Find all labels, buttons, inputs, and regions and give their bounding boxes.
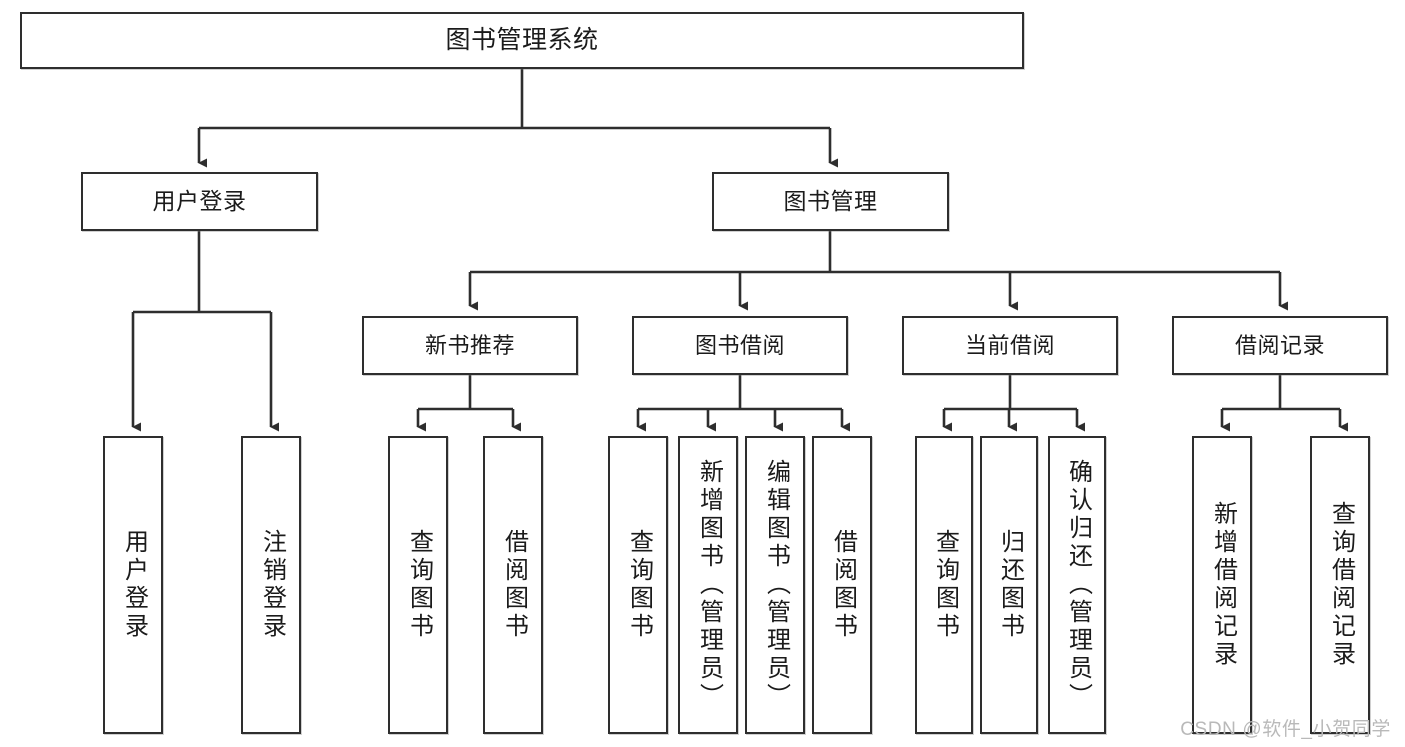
node-label: 借阅图书 bbox=[500, 529, 528, 641]
node-label: 图书管理 bbox=[783, 188, 878, 215]
node-label: 借阅记录 bbox=[1234, 332, 1325, 358]
leaf-records-add-record[interactable]: 新增借阅记录 bbox=[1192, 436, 1252, 734]
leaf-recommend-query-book[interactable]: 查询图书 bbox=[388, 436, 448, 734]
node-label: 查询图书 bbox=[625, 529, 653, 641]
node-label: 当前借阅 bbox=[964, 332, 1055, 358]
leaf-current-query-book[interactable]: 查询图书 bbox=[915, 436, 973, 734]
node-label: 查询借阅记录 bbox=[1327, 501, 1355, 669]
node-book-management[interactable]: 图书管理 bbox=[712, 172, 949, 231]
node-label: 注销登录 bbox=[258, 529, 286, 641]
node-current-borrow[interactable]: 当前借阅 bbox=[902, 316, 1118, 375]
node-label: 查询图书 bbox=[931, 529, 959, 641]
node-borrow-records[interactable]: 借阅记录 bbox=[1172, 316, 1388, 375]
node-label: 新增图书（管理员） bbox=[695, 459, 723, 711]
node-new-book-recommend[interactable]: 新书推荐 bbox=[362, 316, 578, 375]
node-label: 借阅图书 bbox=[829, 529, 857, 641]
leaf-borrow-query-book[interactable]: 查询图书 bbox=[608, 436, 668, 734]
leaf-recommend-borrow-book[interactable]: 借阅图书 bbox=[483, 436, 543, 734]
node-label: 用户登录 bbox=[120, 529, 148, 641]
leaf-borrow-add-book[interactable]: 新增图书（管理员） bbox=[678, 436, 738, 734]
node-label: 确认归还（管理员） bbox=[1064, 459, 1092, 711]
node-book-borrow[interactable]: 图书借阅 bbox=[632, 316, 848, 375]
node-user-login[interactable]: 用户登录 bbox=[81, 172, 318, 231]
node-label: 图书借阅 bbox=[694, 332, 785, 358]
leaf-user-login-signin[interactable]: 用户登录 bbox=[103, 436, 163, 734]
node-label: 归还图书 bbox=[996, 529, 1024, 641]
csdn-watermark: CSDN @软件_小贺同学 bbox=[1180, 719, 1391, 740]
leaf-current-confirm-return[interactable]: 确认归还（管理员） bbox=[1048, 436, 1106, 734]
node-label: 用户登录 bbox=[152, 188, 247, 215]
node-label: 查询图书 bbox=[405, 529, 433, 641]
leaf-user-login-signout[interactable]: 注销登录 bbox=[241, 436, 301, 734]
leaf-borrow-edit-book[interactable]: 编辑图书（管理员） bbox=[745, 436, 805, 734]
leaf-borrow-borrow-book[interactable]: 借阅图书 bbox=[812, 436, 872, 734]
node-root-system[interactable]: 图书管理系统 bbox=[20, 12, 1024, 69]
leaf-records-query-record[interactable]: 查询借阅记录 bbox=[1310, 436, 1370, 734]
node-label: 新增借阅记录 bbox=[1209, 501, 1237, 669]
leaf-current-return-book[interactable]: 归还图书 bbox=[980, 436, 1038, 734]
node-label: 图书管理系统 bbox=[445, 26, 599, 54]
node-label: 新书推荐 bbox=[424, 332, 515, 358]
node-label: 编辑图书（管理员） bbox=[762, 459, 790, 711]
